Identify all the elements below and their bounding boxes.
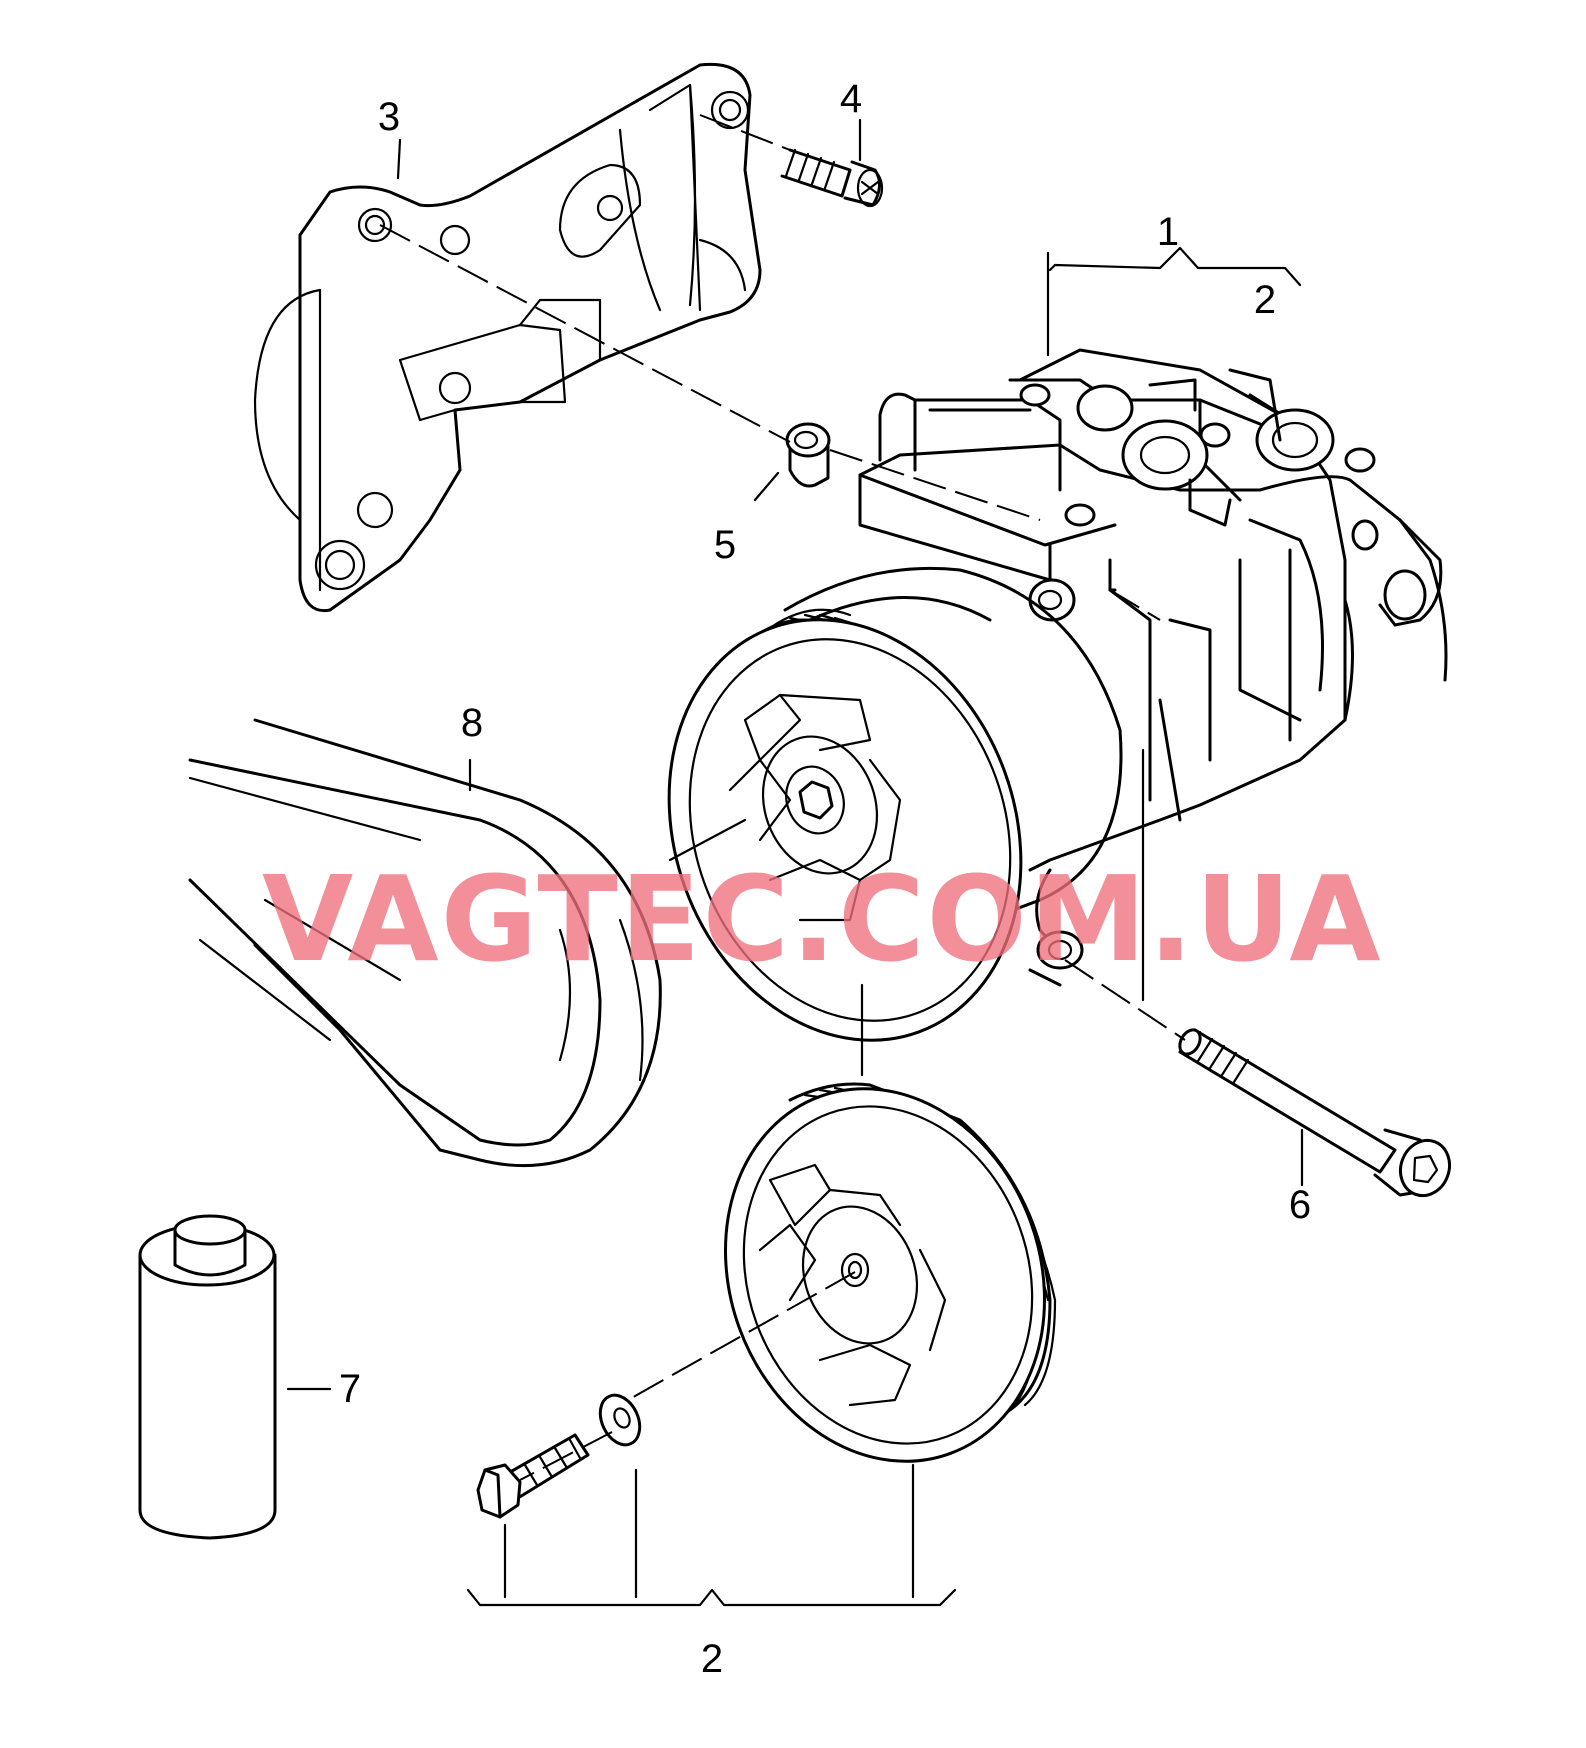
container-part-7 [138,1214,277,1540]
callout-labels: 1 2 3 4 5 6 7 8 2 [339,77,1311,1681]
callout-6: 6 [1289,1183,1311,1227]
callout-8: 8 [461,701,483,745]
bolt-part-6 [1178,1028,1452,1198]
assembly-axis-lines [379,114,1186,1481]
bushing-part-5 [785,422,831,488]
pulley-bolt-and-washer [476,1393,642,1519]
leader-lines [286,118,1304,1607]
callout-7: 7 [339,1367,361,1411]
belt-part-8 [188,718,662,1168]
bolt-part-4 [780,148,884,208]
callout-2-top: 2 [1254,278,1276,322]
pulley-part-2 [724,1082,1057,1463]
callout-2-bottom: 2 [701,1637,723,1681]
compressor-pulley [667,608,1023,1042]
callout-4: 4 [840,77,862,121]
callout-3: 3 [378,95,400,139]
watermark: VAGTEC.COM.UA [262,850,1383,988]
callout-5: 5 [714,523,736,567]
compressor-part-1 [783,348,1448,987]
callout-1: 1 [1157,210,1179,254]
bracket-part-3 [253,62,762,613]
